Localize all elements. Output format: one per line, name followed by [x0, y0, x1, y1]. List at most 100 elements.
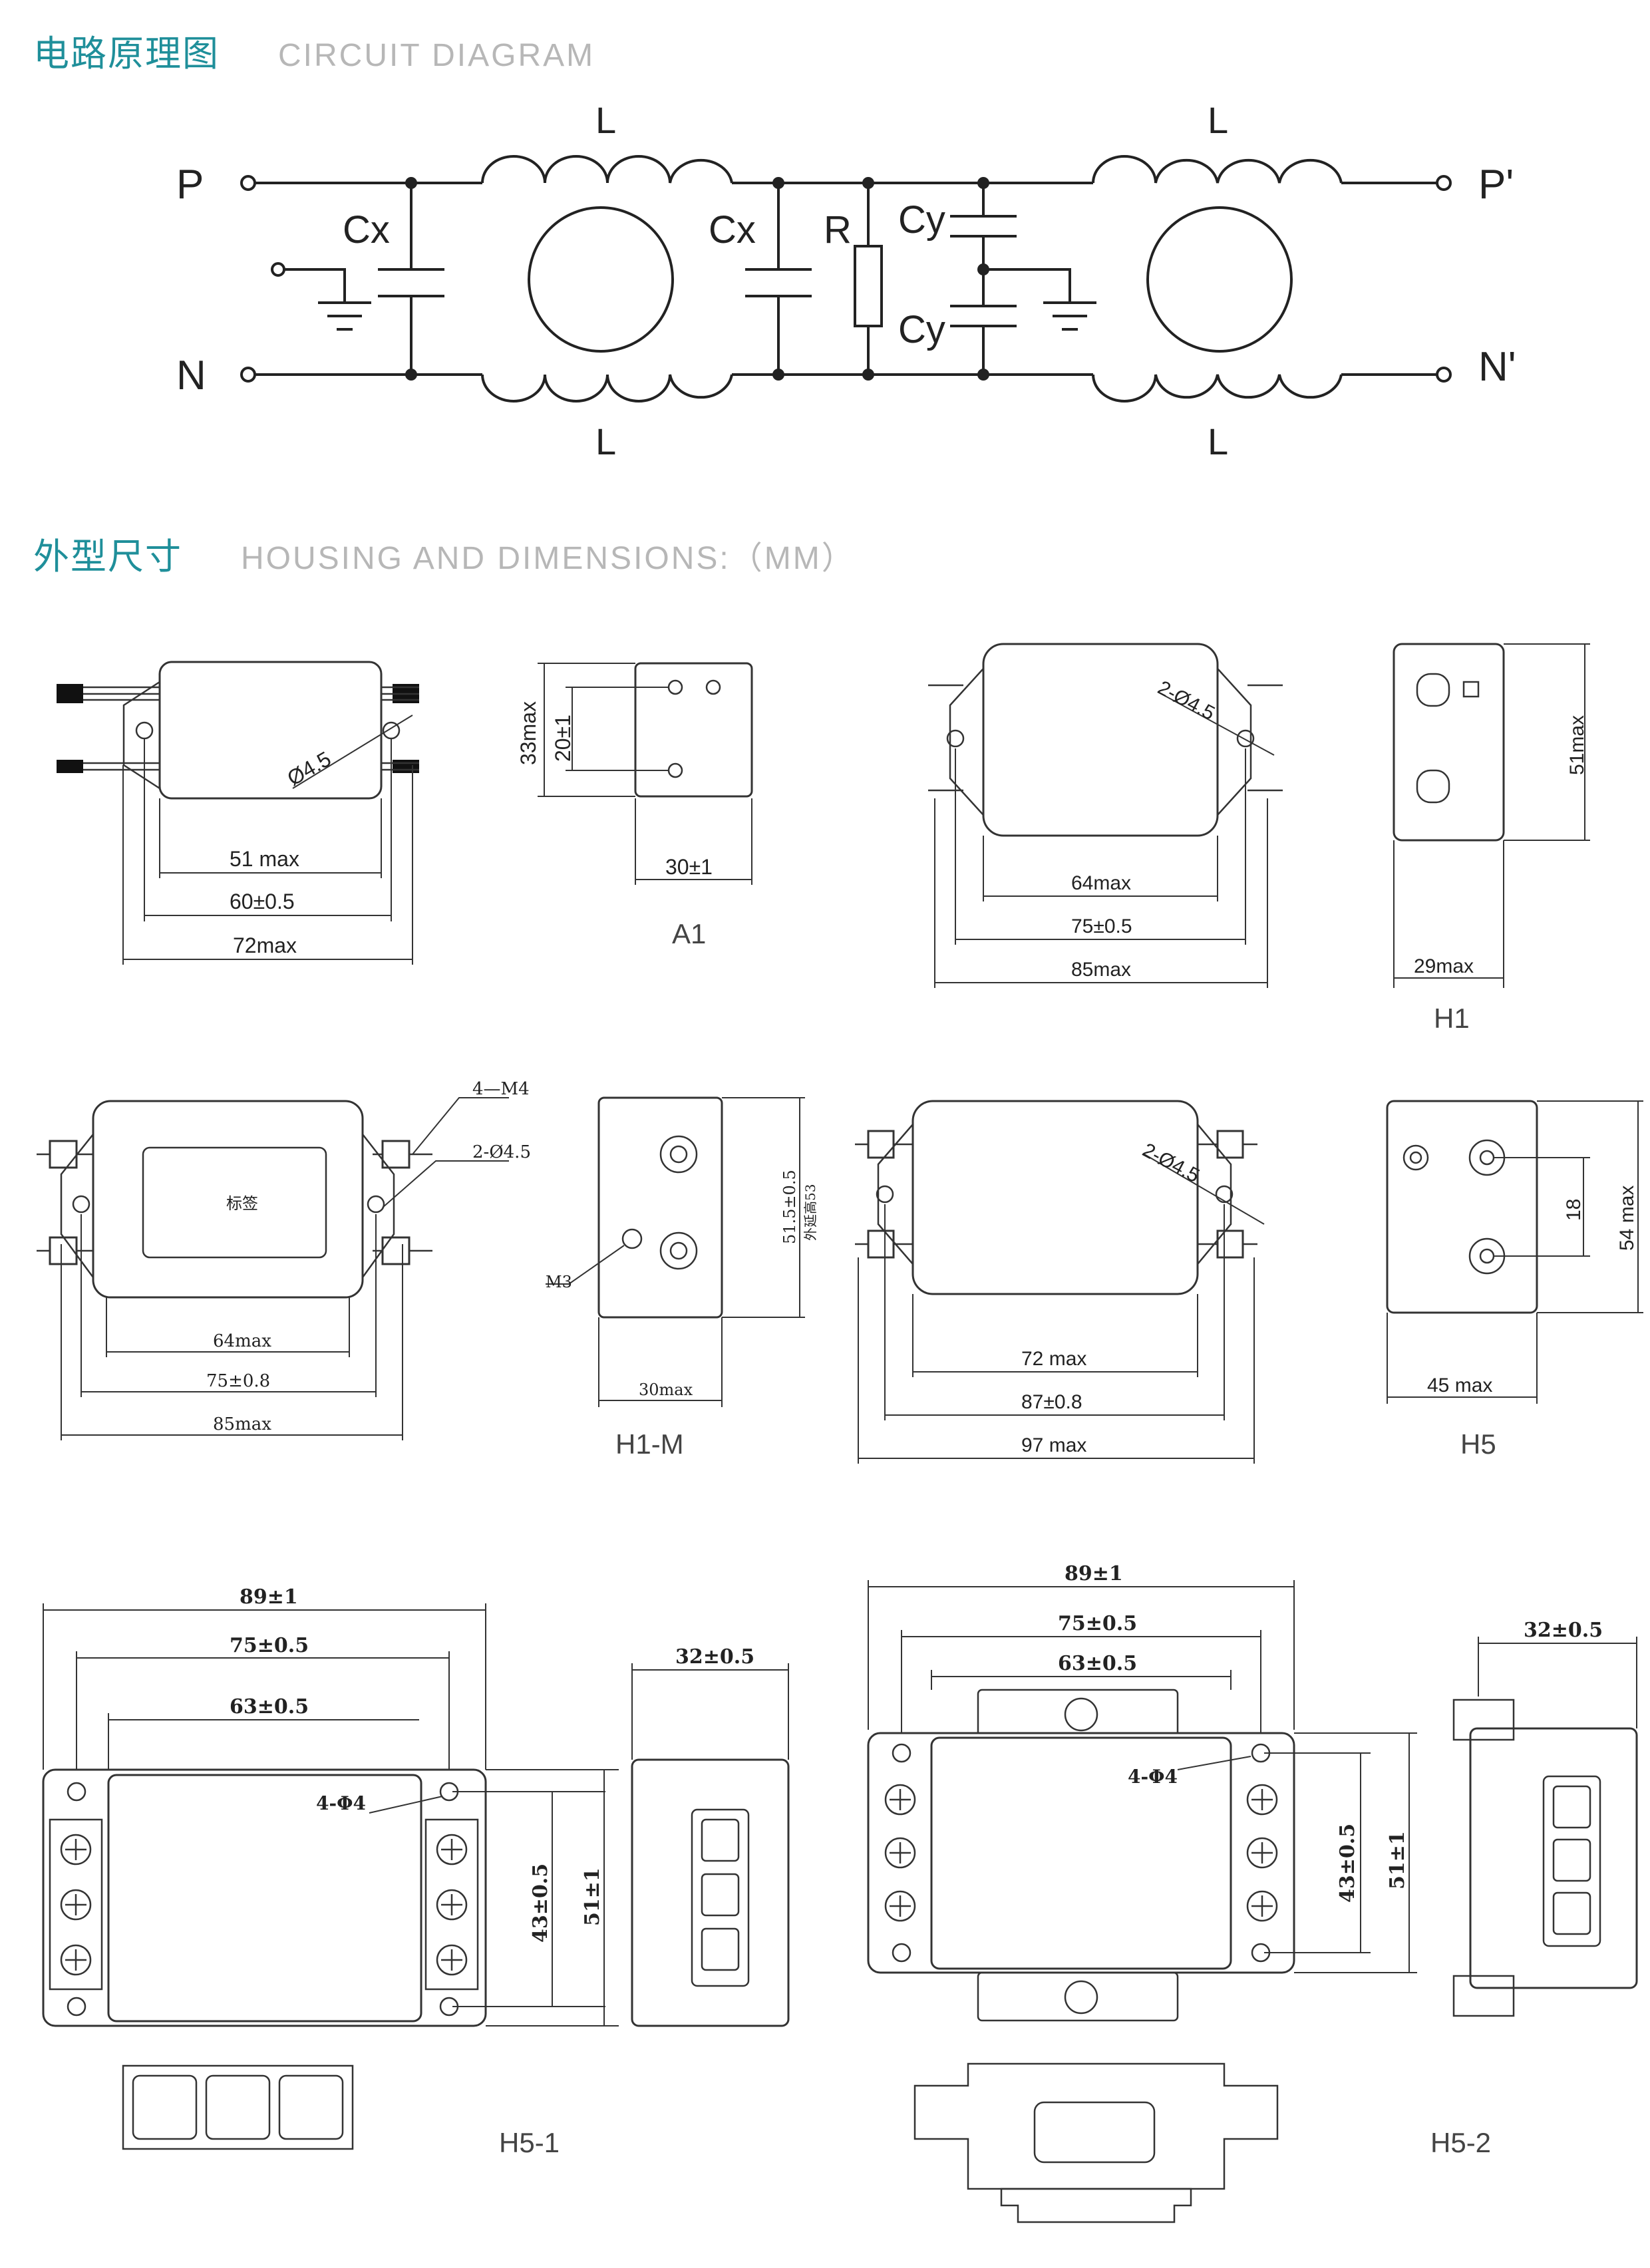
dim-89: 89±1 — [1065, 1562, 1123, 1585]
din-clip — [1452, 1699, 1515, 1741]
bottom-view — [122, 2064, 354, 2150]
dimension-lines — [935, 895, 1267, 983]
terminal-p-out — [1436, 175, 1452, 191]
junction — [977, 177, 989, 189]
dim-18: 18 — [1563, 1199, 1585, 1221]
circuit-diagram: P N P' N' L L L L Cx Cx — [176, 99, 1516, 462]
terminal — [1552, 1785, 1591, 1829]
dimension-lines — [598, 1097, 805, 1407]
caption-h5: H5 — [1460, 1428, 1496, 1460]
drawing-h1m: 标签 4—M4 2-Ø4.5 64max 75±0.8 85max M3 51.… — [37, 1079, 818, 1460]
din-rail — [1000, 2187, 1192, 2223]
dimension-lines — [631, 1663, 789, 1760]
cx-label-2: Cx — [709, 208, 756, 251]
junction — [772, 369, 784, 381]
dim-32: 32±0.5 — [675, 1645, 754, 1669]
terminal-p-label: P — [176, 162, 204, 208]
leader-line — [1144, 1154, 1265, 1225]
dim-54max: 54 max — [1616, 1186, 1638, 1251]
terminal-n-label: N — [176, 353, 206, 399]
dim-97max: 97 max — [1021, 1434, 1086, 1456]
terminal-pins — [928, 684, 1283, 792]
dim-43: 43±0.5 — [1336, 1824, 1359, 1903]
mount-hole — [135, 721, 154, 740]
cx-label-1: Cx — [343, 208, 390, 251]
resistor-label: R — [824, 208, 852, 251]
mount-hole — [72, 1195, 90, 1214]
housing-title-en: HOUSING AND DIMENSIONS:（MM） — [241, 541, 856, 576]
resistor-r — [854, 245, 883, 327]
dim-51max: 51 max — [230, 847, 299, 871]
terminal-n — [240, 367, 256, 383]
dimension-lines — [1393, 643, 1590, 988]
mount-hole — [946, 729, 965, 748]
terminal-p — [240, 175, 256, 191]
caption-h1m: H1-M — [615, 1428, 684, 1460]
choke-core-1 — [528, 206, 674, 353]
stud-nut — [381, 1140, 411, 1169]
dimension-lines — [61, 1351, 403, 1436]
caption-h1: H1 — [1434, 1003, 1470, 1034]
dimension-lines — [858, 1371, 1254, 1459]
dim-72max: 72 max — [1021, 1348, 1086, 1370]
terminal — [701, 1818, 740, 1862]
terminal-n-out-label: N' — [1478, 344, 1516, 390]
terminal — [659, 1231, 698, 1270]
terminal — [669, 1241, 688, 1260]
dim-33max: 33max — [516, 701, 540, 765]
lead-wires — [57, 686, 160, 771]
dimension-lines — [123, 872, 412, 960]
dim-75: 75±0.5 — [1071, 915, 1132, 937]
label-text: 标签 — [226, 1194, 258, 1213]
junction — [862, 177, 874, 189]
dim-note: 外延高53 — [802, 1184, 818, 1241]
circuit-title-cn: 电路原理图 — [33, 33, 220, 75]
housing-section-header: 外型尺寸 HOUSING AND DIMENSIONS:（MM） — [33, 527, 856, 579]
inductor-1-bottom — [481, 374, 733, 403]
hole-dim: 4-Φ4 — [316, 1792, 366, 1814]
stud-nut — [867, 1229, 895, 1259]
stud-nut — [381, 1236, 411, 1265]
drawing-h52: 89±1 75±0.5 63±0.5 4-Φ4 43±0.5 51±1 — [867, 1562, 1638, 2223]
dim-75: 75±0.5 — [230, 1634, 309, 1657]
capacitor-cx-1 — [378, 183, 444, 375]
dimension-lines — [1387, 1100, 1643, 1404]
terminal — [278, 2074, 344, 2140]
filter-body — [930, 1736, 1232, 1970]
terminal — [1552, 1838, 1591, 1882]
dim-60: 60±0.5 — [230, 890, 295, 913]
screw-icons — [884, 1784, 1278, 1922]
m3-label: M3 — [546, 1273, 572, 1291]
junction — [405, 369, 417, 381]
bottom-view — [913, 2062, 1279, 2190]
circuit-section-header: 电路原理图 CIRCUIT DIAGRAM — [33, 24, 595, 77]
hole-dim: 2-Ø4.5 — [472, 1142, 531, 1162]
filter-body — [107, 1774, 422, 2023]
terminal — [669, 1145, 688, 1164]
capacitor-cx-2 — [745, 183, 812, 375]
dim-29max: 29max — [1414, 955, 1474, 977]
mount-hole — [1215, 1185, 1234, 1204]
label-area — [142, 1146, 327, 1259]
filter-body — [911, 1100, 1199, 1295]
dim-64max: 64max — [1071, 872, 1131, 894]
junction — [772, 177, 784, 189]
dim-85max: 85max — [213, 1414, 271, 1434]
filter-body — [158, 661, 383, 800]
dim-51max: 51max — [1566, 715, 1588, 775]
din-clip — [1452, 1975, 1515, 2017]
terminal-block — [424, 1818, 479, 1991]
terminal — [701, 1927, 740, 1971]
inductor-label-1: L — [595, 99, 616, 141]
mount-hole — [876, 1185, 894, 1204]
screw-icon — [1064, 1697, 1098, 1732]
capacitor-cy — [950, 183, 1017, 375]
extension-lines — [858, 1204, 1255, 1464]
choke-core-2 — [1146, 206, 1293, 353]
caption-h52: H5-2 — [1430, 2127, 1491, 2158]
drawing-h51: 89±1 75±0.5 63±0.5 4-Φ4 43±0.5 51±1 32± — [42, 1585, 790, 2158]
terminal — [1416, 769, 1450, 804]
stud-nut — [49, 1236, 78, 1265]
drawing-a1: Ø4.5 51 max 60±0.5 72max 33max 20±1 30±1… — [57, 661, 753, 965]
